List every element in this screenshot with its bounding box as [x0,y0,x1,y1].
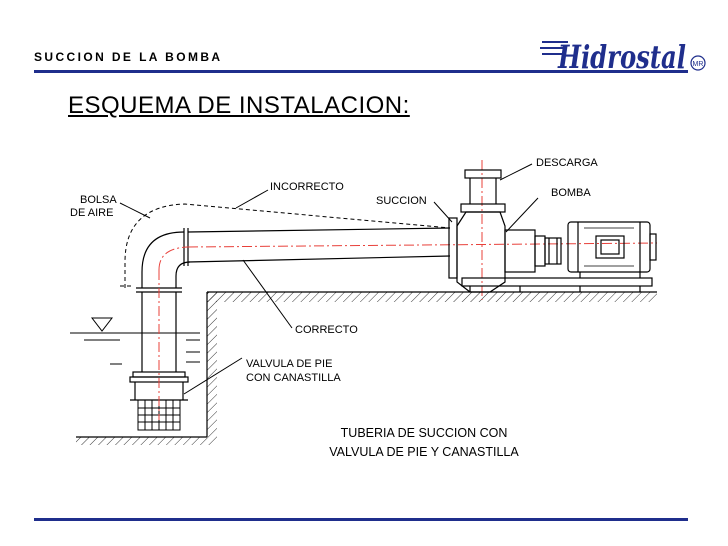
leader-descarga [499,163,533,181]
leader-bolsa [119,202,151,219]
leader-valvula [183,357,243,395]
leader-succion [433,201,453,223]
pump [448,169,546,293]
label-succion: SUCCION [376,195,427,207]
label-descarga: DESCARGA [536,157,598,169]
incorrect-pipe-route [120,203,451,288]
registered-mark: MR [693,61,704,68]
caption-line1: TUBERIA DE SUCCION CON [341,426,508,440]
leader-lines [119,163,539,395]
leader-bomba [505,197,539,233]
coupling [544,237,562,265]
water-level [70,317,200,365]
suction-flange [448,217,458,279]
pump-volute [456,211,506,293]
horizontal-suction-pipe [187,227,451,263]
brand-name: Hidrostal [557,38,686,76]
terminal-box [595,235,625,259]
pipe-elbow [141,228,191,288]
label-bolsa: BOLSA [80,194,117,206]
leader-correcto [242,259,293,329]
leader-incorrecto [235,189,269,209]
base-plate [461,272,653,292]
top-rule [34,70,688,73]
registered-mark-circle [690,55,706,71]
page-title: ESQUEMA DE INSTALACION: [68,92,410,119]
discharge-flange-top [464,169,502,179]
label-incorrecto: INCORRECTO [270,181,344,193]
label-valvula-line1: VALVULA DE PIE [246,358,332,370]
discharge-flange [460,203,506,213]
caption-line2: VALVULA DE PIE Y CANASTILLA [329,445,519,459]
centerlines [158,160,658,420]
label-de-aire: DE AIRE [70,207,113,219]
section-header: SUCCION DE LA BOMBA [34,50,223,64]
pit-floor-hatch [76,437,217,445]
ground-hatch-top [207,292,657,302]
pit-wall-hatch [207,292,217,437]
label-valvula-line2: CON CANASTILLA [246,372,341,384]
hidrostal-logo: Hidrostal MR [540,38,706,76]
ground [76,291,657,445]
motor [544,221,657,273]
label-correcto: CORRECTO [295,324,358,336]
motor-body [567,221,651,273]
logo-speed-lines [540,41,568,55]
water-level-marker [90,317,114,332]
bottom-rule [34,518,688,521]
label-bomba: BOMBA [551,187,591,199]
